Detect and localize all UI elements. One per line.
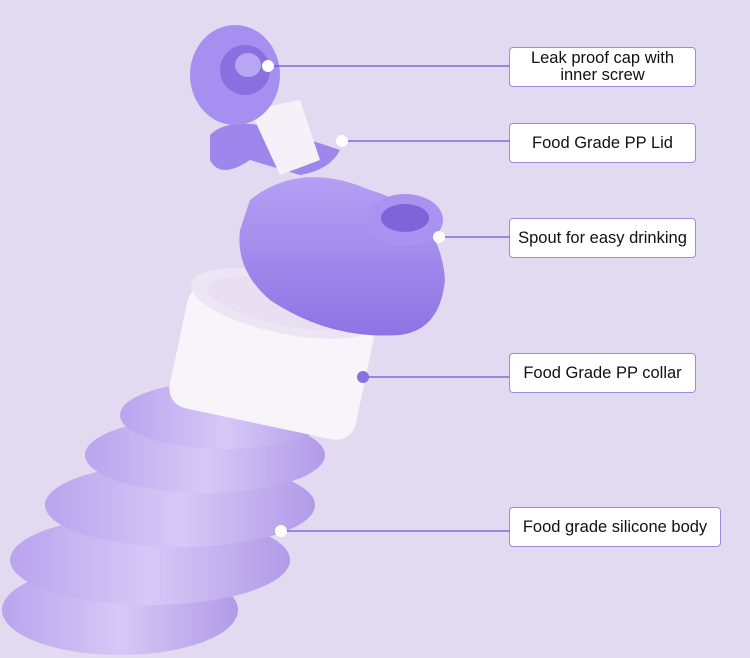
callout-dots bbox=[262, 60, 445, 537]
callout-label: Food grade silicone body bbox=[522, 517, 708, 536]
leader-lines bbox=[268, 65, 509, 532]
callout-label: Food Grade PP collar bbox=[523, 363, 682, 382]
callout-pp-lid: Food Grade PP Lid bbox=[509, 123, 696, 163]
callout-spout: Spout for easy drinking bbox=[509, 218, 696, 258]
lid bbox=[190, 25, 445, 336]
silicone-body bbox=[2, 381, 330, 655]
callout-silicone-body: Food grade silicone body bbox=[509, 507, 721, 547]
callout-pp-collar: Food Grade PP collar bbox=[509, 353, 696, 393]
callout-leak-proof-cap: Leak proof cap with inner screw bbox=[509, 47, 696, 87]
callout-label: Spout for easy drinking bbox=[518, 228, 687, 247]
callout-label: Food Grade PP Lid bbox=[532, 133, 673, 152]
callout-label: Leak proof cap with bbox=[530, 49, 675, 67]
callout-label-line2: inner screw bbox=[560, 66, 645, 84]
